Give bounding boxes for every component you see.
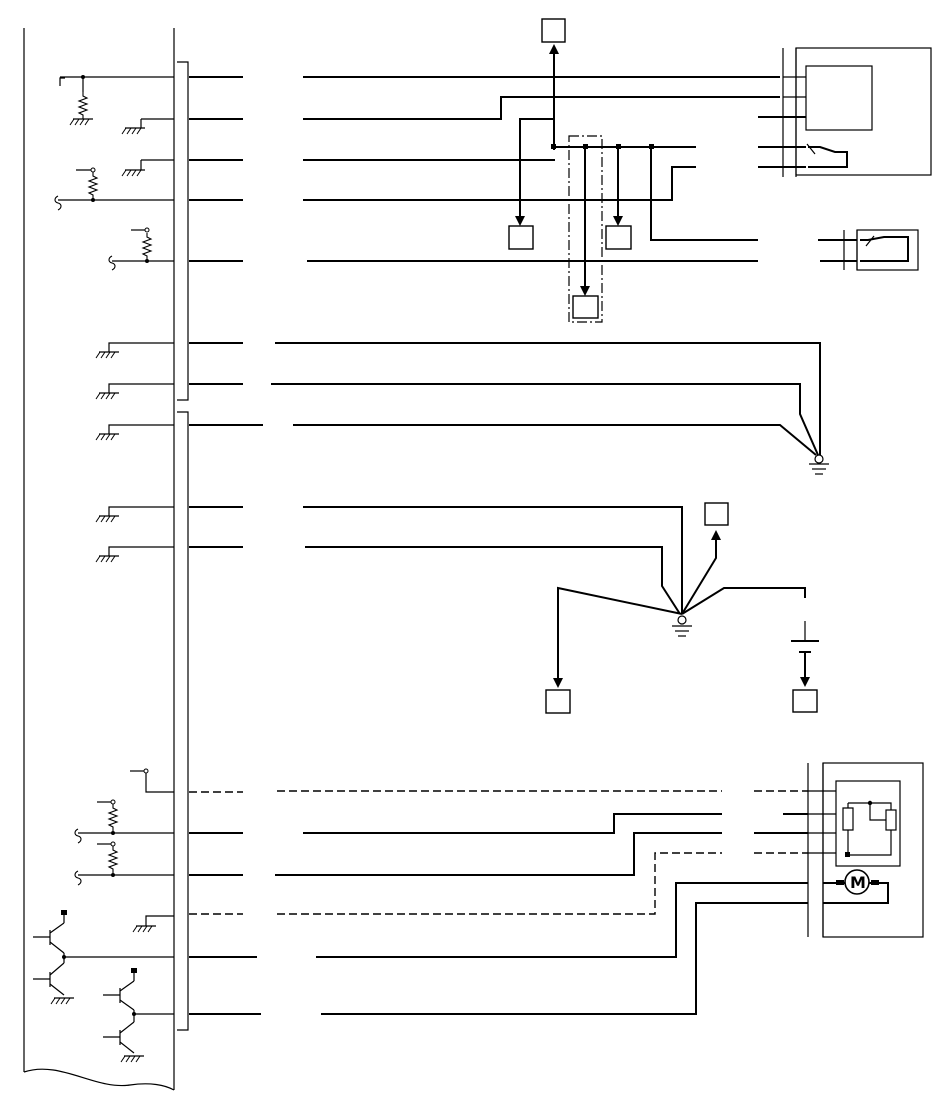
battery-cell	[791, 621, 819, 713]
sensor-assembly-mid	[818, 229, 919, 271]
control-unit-body	[23, 28, 175, 1091]
component-box-lower-right	[792, 689, 818, 713]
connector-bracket-upper	[177, 61, 189, 401]
component-box-bottom	[572, 295, 599, 319]
internal-circuits	[33, 75, 174, 1063]
component-box-left	[508, 225, 534, 250]
connector-stubs	[189, 76, 263, 1015]
component-box-lower-left	[545, 689, 571, 714]
motor-label: M	[850, 873, 866, 892]
component-box-top	[541, 18, 566, 43]
component-box-ground	[704, 502, 729, 526]
component-box-right	[605, 225, 632, 250]
sensor-assembly-top	[758, 47, 932, 177]
throttle-actuator: M	[754, 762, 924, 938]
ground-point-1	[809, 454, 829, 475]
ground-point-2	[545, 502, 806, 714]
harness-wires	[271, 76, 821, 1015]
signal-branches-top	[508, 18, 758, 323]
connector-bracket-lower	[177, 411, 189, 1031]
